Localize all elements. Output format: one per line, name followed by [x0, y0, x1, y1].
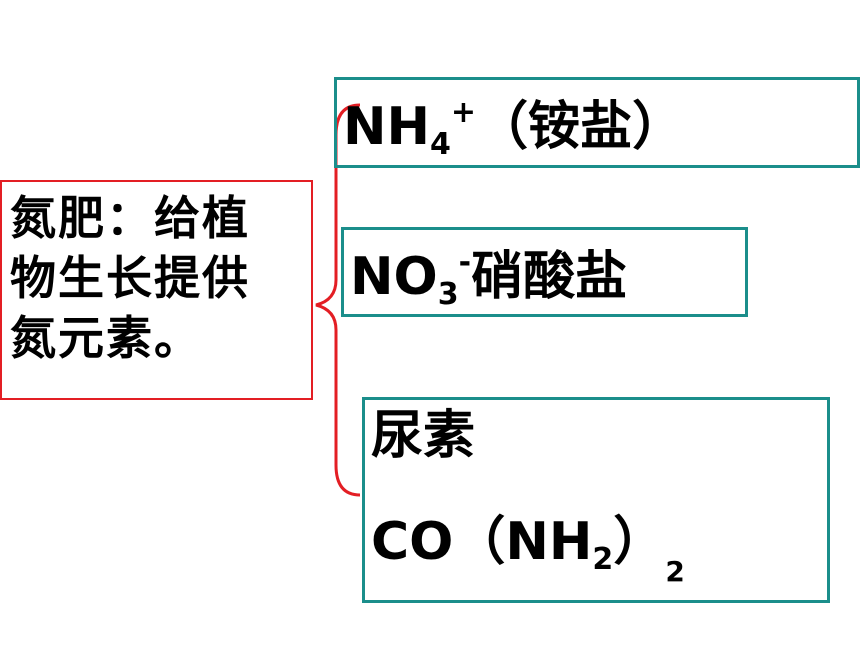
urea-subscript: 2 — [592, 542, 614, 577]
ammonium-salt-box: NH4+（铵盐） — [334, 77, 860, 168]
description-line-3: 氮元素。 — [10, 311, 202, 365]
urea-name: 尿素 — [371, 406, 476, 466]
urea-box: 尿素 CO（NH2）2 — [362, 397, 830, 603]
nitrate-superscript: - — [458, 245, 472, 280]
ammonium-base: NH — [343, 97, 431, 157]
nitrate-subscript: 3 — [437, 277, 459, 312]
nitrate-formula: NO3-硝酸盐 — [350, 248, 627, 310]
nitrogen-fertilizer-description: 氮肥：给植 物生长提供 氮元素。 — [10, 188, 311, 368]
ammonium-formula: NH4+（铵盐） — [343, 98, 684, 160]
nitrate-label: 硝酸盐 — [471, 247, 628, 307]
urea-formula-part2: ） — [613, 512, 666, 572]
nitrate-base: NO — [350, 247, 438, 307]
ammonium-superscript: + — [450, 95, 477, 130]
ammonium-subscript: 4 — [430, 127, 451, 162]
urea-formula: CO（NH2）2 — [371, 516, 685, 586]
ammonium-label: （铵盐） — [476, 97, 685, 157]
nitrogen-fertilizer-box: 氮肥：给植 物生长提供 氮元素。 — [0, 180, 313, 400]
urea-formula-part1: CO（NH — [371, 512, 593, 572]
description-line-2: 物生长提供 — [10, 251, 250, 305]
curly-brace-icon — [315, 103, 361, 497]
urea-subscript-2: 2 — [665, 555, 685, 588]
description-line-1: 氮肥：给植 — [10, 191, 250, 245]
nitrate-box: NO3-硝酸盐 — [341, 227, 748, 317]
